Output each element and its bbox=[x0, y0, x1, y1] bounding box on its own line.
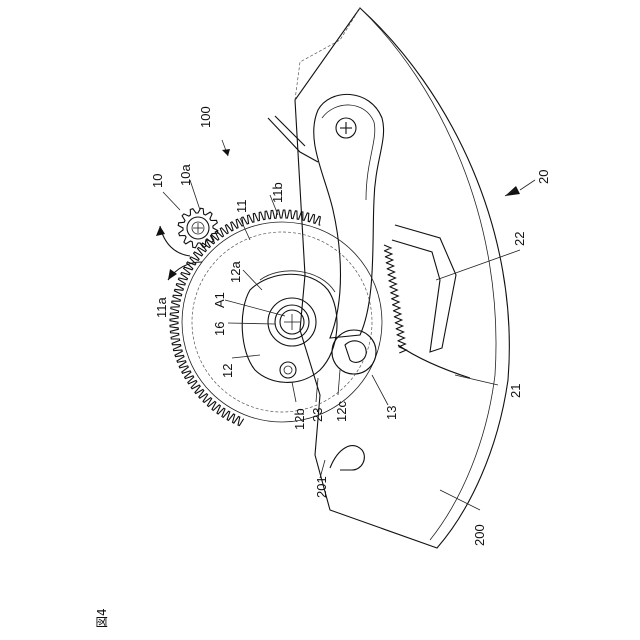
cam-12 bbox=[242, 271, 337, 383]
label-200: 200 bbox=[472, 524, 487, 546]
pin-12b bbox=[280, 362, 296, 378]
label-12a: 12a bbox=[228, 261, 243, 283]
arbor-16 bbox=[268, 298, 316, 346]
label-10: 10 bbox=[150, 174, 165, 188]
roller-13 bbox=[332, 330, 376, 374]
label-11: 11 bbox=[234, 200, 249, 214]
label-12: 12 bbox=[220, 364, 235, 378]
pivot-screw-icon bbox=[336, 118, 356, 138]
label-10a: 10a bbox=[178, 164, 193, 186]
label-11a: 11a bbox=[154, 297, 169, 318]
label-201: 201 bbox=[314, 476, 329, 498]
label-A1: A1 bbox=[212, 292, 227, 308]
label-16: 16 bbox=[212, 322, 227, 336]
label-100: 100 bbox=[198, 106, 213, 128]
rack-teeth-22 bbox=[384, 245, 406, 353]
label-21: 21 bbox=[508, 384, 523, 398]
pinion-10 bbox=[178, 208, 218, 248]
spring-21 bbox=[392, 225, 470, 378]
label-20: 20 bbox=[536, 170, 551, 184]
plate-200 bbox=[295, 8, 509, 548]
label-13: 13 bbox=[384, 406, 399, 420]
figure-label: 図4 bbox=[95, 608, 109, 628]
label-22: 22 bbox=[512, 232, 527, 246]
label-11b: 11b bbox=[270, 182, 285, 203]
label-12c: 12c bbox=[334, 401, 349, 422]
label-12b: 12b bbox=[292, 408, 307, 430]
rack-tooth-row bbox=[384, 245, 406, 353]
label-23: 23 bbox=[310, 408, 325, 422]
